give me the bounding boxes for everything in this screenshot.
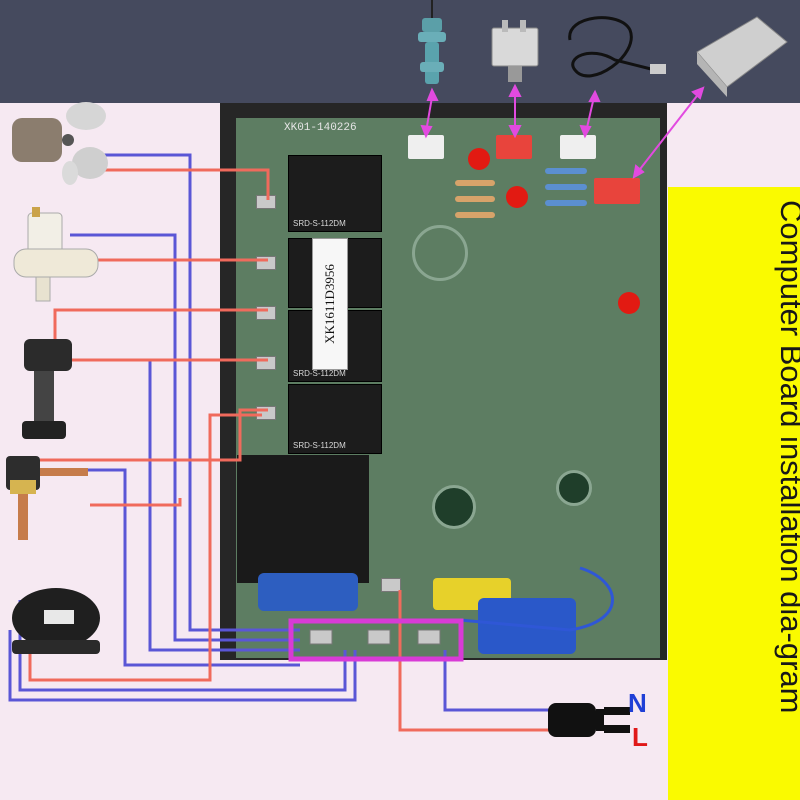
- float-connector: [408, 135, 444, 159]
- resistor: [545, 168, 587, 174]
- resistor: [455, 180, 495, 186]
- compressor-icon: [12, 588, 100, 654]
- relay-model-label: SRD-S-112DM: [293, 219, 346, 228]
- relay-4: SRD-S-112DM: [288, 384, 382, 454]
- led-indicator: [468, 148, 490, 170]
- sensor-box-connector: [594, 178, 640, 204]
- relay-model-label: SRD-S-112DM: [293, 441, 346, 450]
- pointer-arrow: [636, 91, 701, 174]
- live-wire: [53, 308, 268, 355]
- water-pump-icon: [22, 339, 72, 439]
- led-indicator: [506, 186, 528, 208]
- board-model-code: XK01-140226: [284, 122, 357, 134]
- capacitor-round: [412, 225, 468, 281]
- neutral-wire: [459, 566, 614, 632]
- fan-motor-icon: [12, 102, 108, 185]
- live-wire: [85, 168, 270, 200]
- power-terminal-frame: [288, 618, 464, 662]
- live-label: L: [632, 722, 648, 752]
- neutral-wire: [80, 153, 300, 632]
- title-panel: [668, 187, 800, 800]
- led-indicator: [618, 292, 640, 314]
- switch-connector: [496, 135, 532, 159]
- power-relay: [237, 455, 369, 583]
- live-wire: [43, 358, 268, 420]
- live-wire: [398, 590, 558, 732]
- live-wire: [90, 498, 182, 507]
- resistor: [545, 200, 587, 206]
- electrolytic-capacitor: [556, 470, 592, 506]
- relay-sticker: XK1611D3956: [312, 238, 348, 370]
- resistor: [455, 196, 495, 202]
- neutral-wire: [70, 233, 300, 642]
- live-wire: [40, 408, 268, 462]
- terminal: [256, 195, 276, 209]
- top-banner: [0, 0, 800, 103]
- neutral-wire: [8, 630, 357, 702]
- probe-connector: [560, 135, 596, 159]
- power-plug-icon: [548, 703, 630, 737]
- capacitor: [258, 573, 358, 611]
- neutral-label: N: [628, 688, 647, 718]
- temperature-probe-icon: [568, 16, 666, 78]
- sensor-box-icon: [696, 16, 788, 97]
- diagram-title: Computer Board installation dia-gram: [774, 200, 800, 714]
- float-sensor-icon: [418, 0, 446, 84]
- terminal: [381, 578, 401, 592]
- neutral-wire: [443, 650, 560, 712]
- electrolytic-capacitor: [432, 485, 476, 529]
- solenoid-valve-icon: [6, 456, 88, 540]
- micro-switch-icon: [491, 20, 539, 82]
- resistor: [545, 184, 587, 190]
- resistor: [455, 212, 495, 218]
- relay-model-label: SRD-S-112DM: [293, 369, 346, 378]
- water-valve-icon: [13, 207, 99, 302]
- relay-1: SRD-S-112DM: [288, 155, 382, 232]
